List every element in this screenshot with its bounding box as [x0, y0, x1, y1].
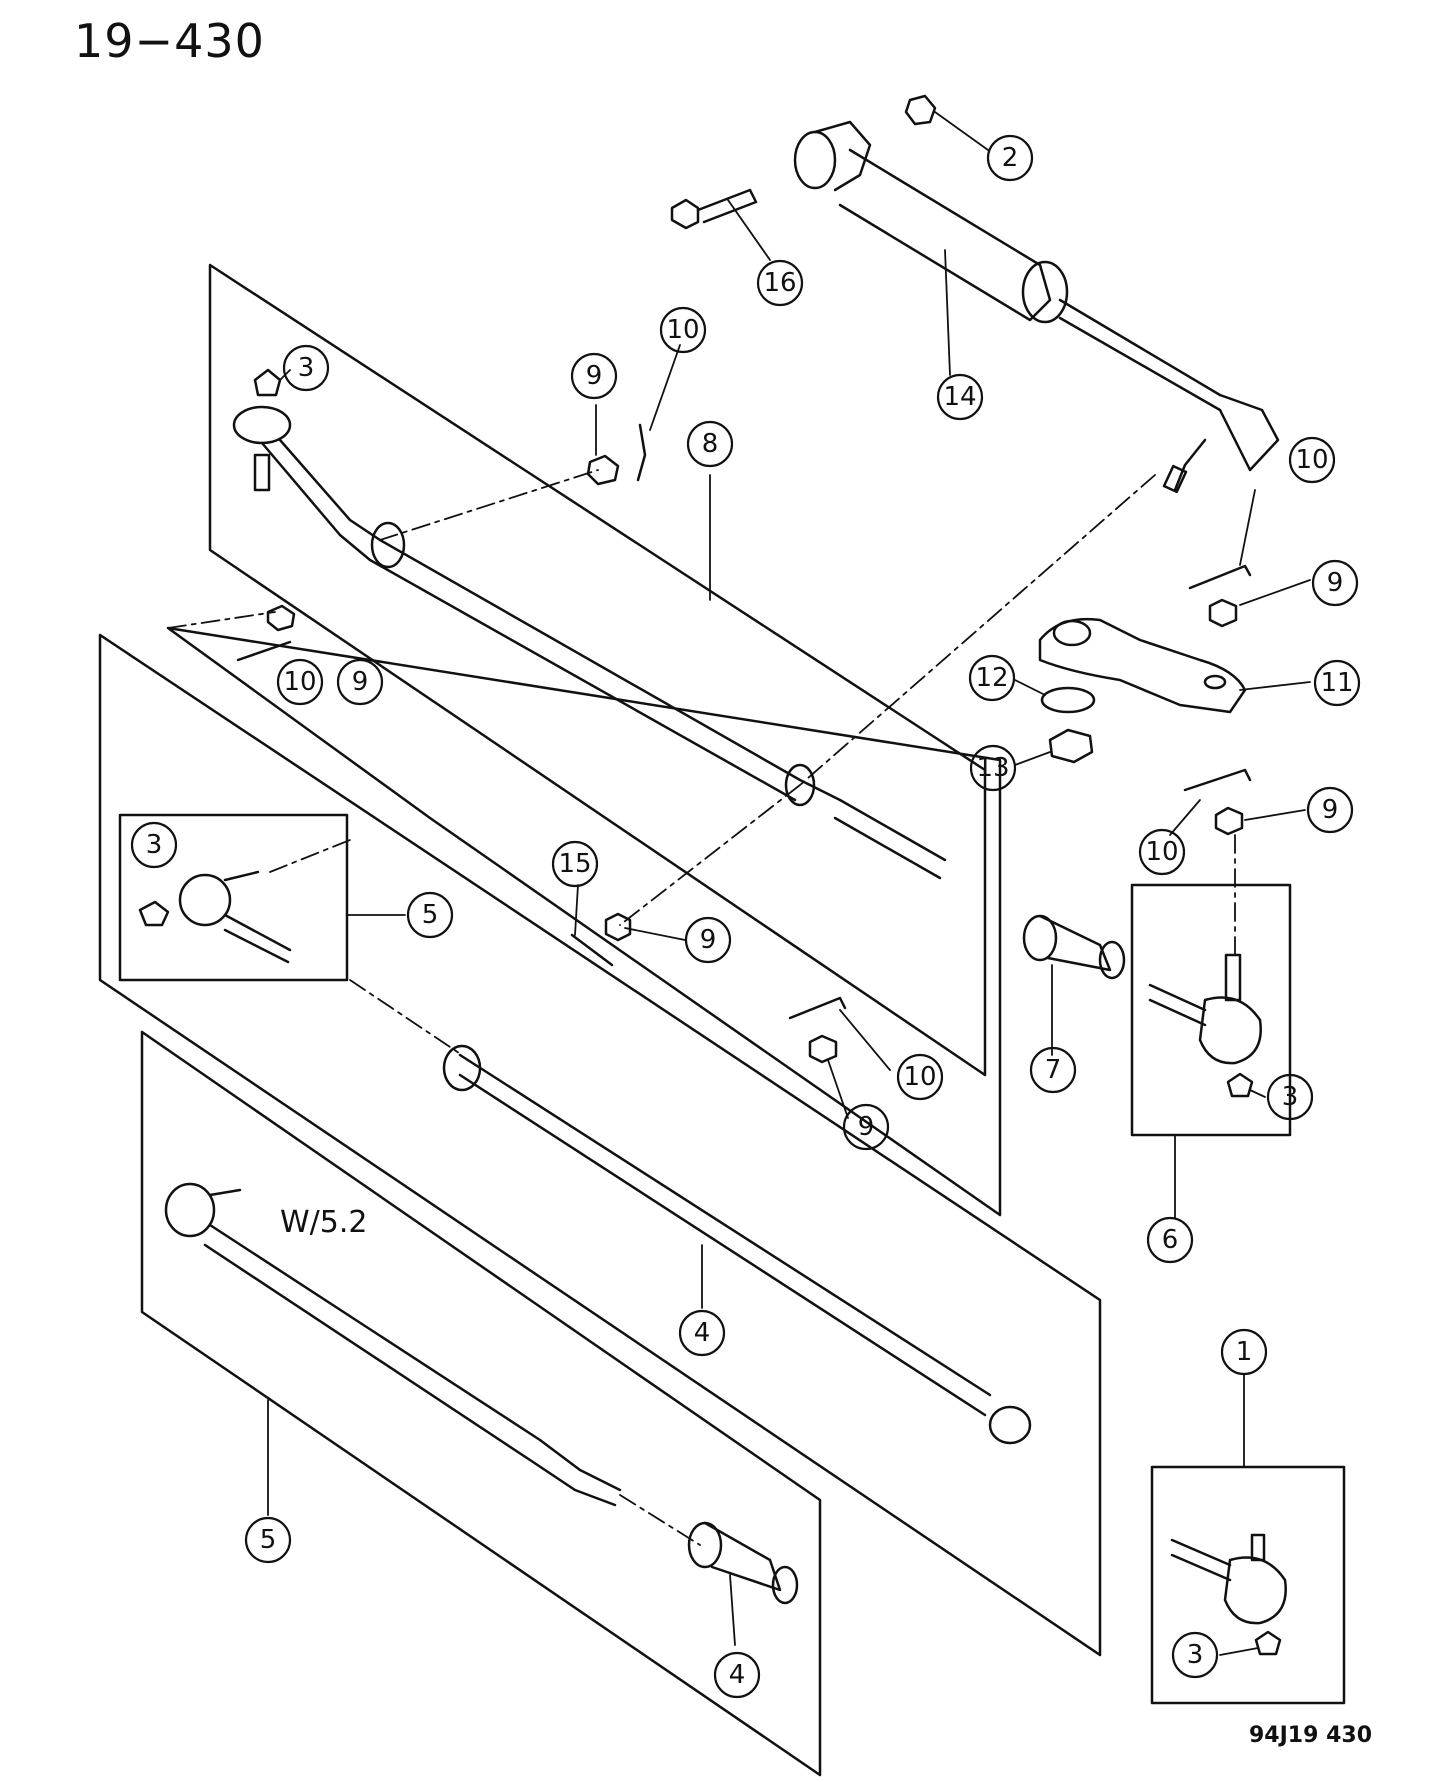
- grease-fitting-3a: [253, 368, 282, 397]
- tie-rod-end-1: [1170, 1533, 1287, 1625]
- nut-9c: [1214, 806, 1244, 836]
- callout-10-left: 10: [283, 667, 316, 697]
- cotter-pin-10a: [636, 423, 647, 482]
- callout-1: 1: [1236, 1337, 1253, 1367]
- callout-10-right: 10: [1295, 445, 1328, 475]
- callout-11: 11: [1320, 668, 1353, 698]
- callout-3-inset5: 3: [146, 830, 163, 860]
- tie-rod-5: [164, 1182, 622, 1507]
- leader-lines: [267, 111, 1311, 1656]
- callout-5-lower: 5: [260, 1525, 277, 1555]
- engine-note: W/5.2: [280, 1205, 367, 1240]
- figure-code: 94J19 430: [1249, 1723, 1372, 1748]
- grease-fitting-3d: [1254, 1630, 1282, 1656]
- cotter-pin-10b: [1188, 564, 1252, 590]
- panel-tie-rod: [98, 633, 1102, 1657]
- callout-4-upper: 4: [694, 1318, 711, 1348]
- page-title: 19−430: [74, 14, 265, 68]
- callout-9-top: 9: [586, 361, 603, 391]
- callout-3-inset6: 3: [1282, 1082, 1299, 1112]
- cotter-pin-10e: [788, 996, 847, 1020]
- callout-12: 12: [975, 663, 1008, 693]
- callout-10-mid-right: 10: [1145, 837, 1178, 867]
- nut-9a: [586, 454, 620, 486]
- callout-circles: [130, 134, 1361, 1699]
- inset-box-1: [1150, 1465, 1346, 1705]
- cotter-pin-10d: [236, 640, 292, 662]
- panel-center-section: [166, 626, 1002, 1217]
- panel-tie-rod-alt: [140, 1030, 822, 1777]
- nut-9f: [604, 912, 632, 942]
- steering-damper: [793, 120, 1280, 494]
- callout-9-lower: 9: [858, 1112, 875, 1142]
- callout-13: 13: [976, 753, 1009, 783]
- seal-12-shape: [1040, 686, 1096, 714]
- callout-3-inset1: 3: [1187, 1640, 1204, 1670]
- callout-3-top: 3: [298, 353, 315, 383]
- callout-14: 14: [943, 382, 976, 412]
- cotter-pin-15: [570, 933, 614, 967]
- callout-8: 8: [702, 429, 719, 459]
- tie-rod-end-6: [1148, 953, 1262, 1065]
- alignment-lines: [167, 469, 1236, 1546]
- callout-9-right: 9: [1327, 568, 1344, 598]
- callout-4-lower: 4: [729, 1660, 746, 1690]
- grease-fitting-3b: [138, 900, 170, 927]
- callout-16: 16: [763, 268, 796, 298]
- nut-2-shape: [904, 94, 937, 126]
- panel-drag-link: [208, 263, 987, 1077]
- nut-13-shape: [1048, 728, 1094, 764]
- nut-9e: [808, 1034, 838, 1064]
- inset-box-6: [1130, 883, 1292, 1137]
- tie-rod-4: [442, 1044, 1032, 1445]
- inset-box-5: [118, 813, 349, 982]
- nut-9b: [1208, 598, 1238, 628]
- grease-fitting-3c: [1226, 1072, 1254, 1098]
- callout-6: 6: [1162, 1225, 1179, 1255]
- callout-10-top: 10: [666, 315, 699, 345]
- adjuster-sleeve-4: [687, 1521, 799, 1605]
- adjuster-sleeve-7: [1022, 914, 1126, 980]
- nut-9d: [266, 604, 296, 632]
- callout-2: 2: [1002, 143, 1019, 173]
- pitman-arm: [1038, 618, 1247, 714]
- callout-9-center: 9: [700, 925, 717, 955]
- tie-rod-end-5: [178, 870, 292, 964]
- bolt-16-shape: [670, 188, 758, 230]
- callout-9-mid-right: 9: [1322, 795, 1339, 825]
- callout-5-inset: 5: [422, 900, 439, 930]
- callout-10-center: 10: [903, 1062, 936, 1092]
- callout-9-left: 9: [352, 667, 369, 697]
- callout-15: 15: [558, 849, 591, 879]
- callout-7: 7: [1045, 1055, 1062, 1085]
- cotter-pin-10c: [1183, 768, 1252, 792]
